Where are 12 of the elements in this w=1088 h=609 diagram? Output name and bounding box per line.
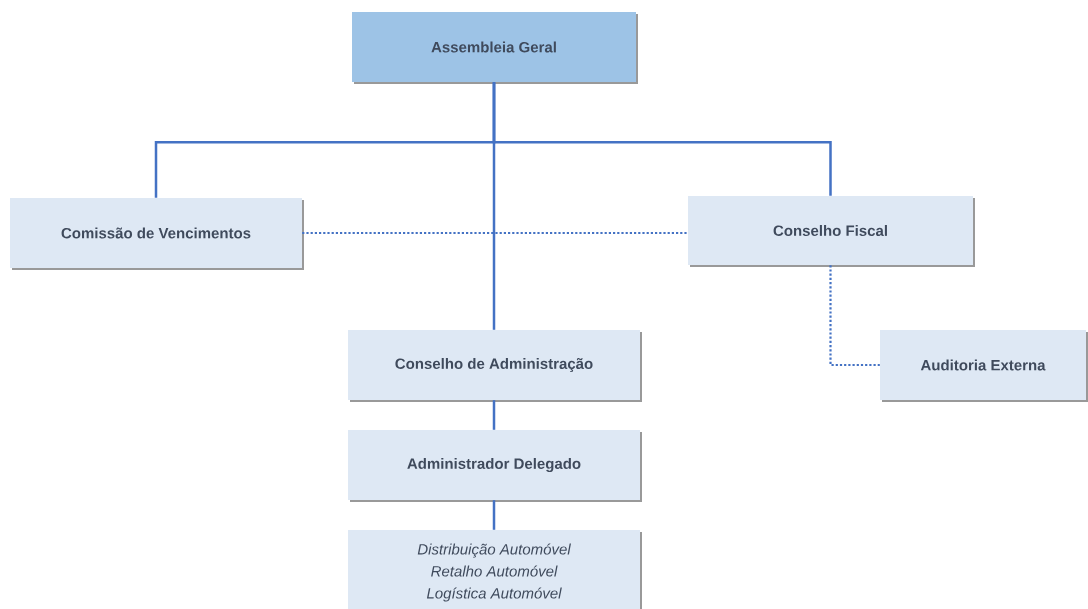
connector-line bbox=[492, 82, 496, 330]
connector-line bbox=[829, 265, 880, 367]
org-box: Administrador Delegado bbox=[348, 430, 642, 502]
org-box: Comissão de Vencimentos bbox=[10, 198, 304, 270]
connector-line bbox=[302, 231, 688, 235]
connector-line bbox=[492, 500, 496, 530]
org-box: Assembleia Geral bbox=[352, 12, 638, 84]
org-box: Auditoria Externa bbox=[880, 330, 1088, 402]
org-box: Distribuição Automóvel Retalho Automóvel Logística Automóvel bbox=[348, 530, 642, 609]
org-box: Conselho Fiscal bbox=[688, 196, 975, 267]
org-box: Conselho de Administração bbox=[348, 330, 642, 402]
connector-line bbox=[492, 400, 496, 430]
